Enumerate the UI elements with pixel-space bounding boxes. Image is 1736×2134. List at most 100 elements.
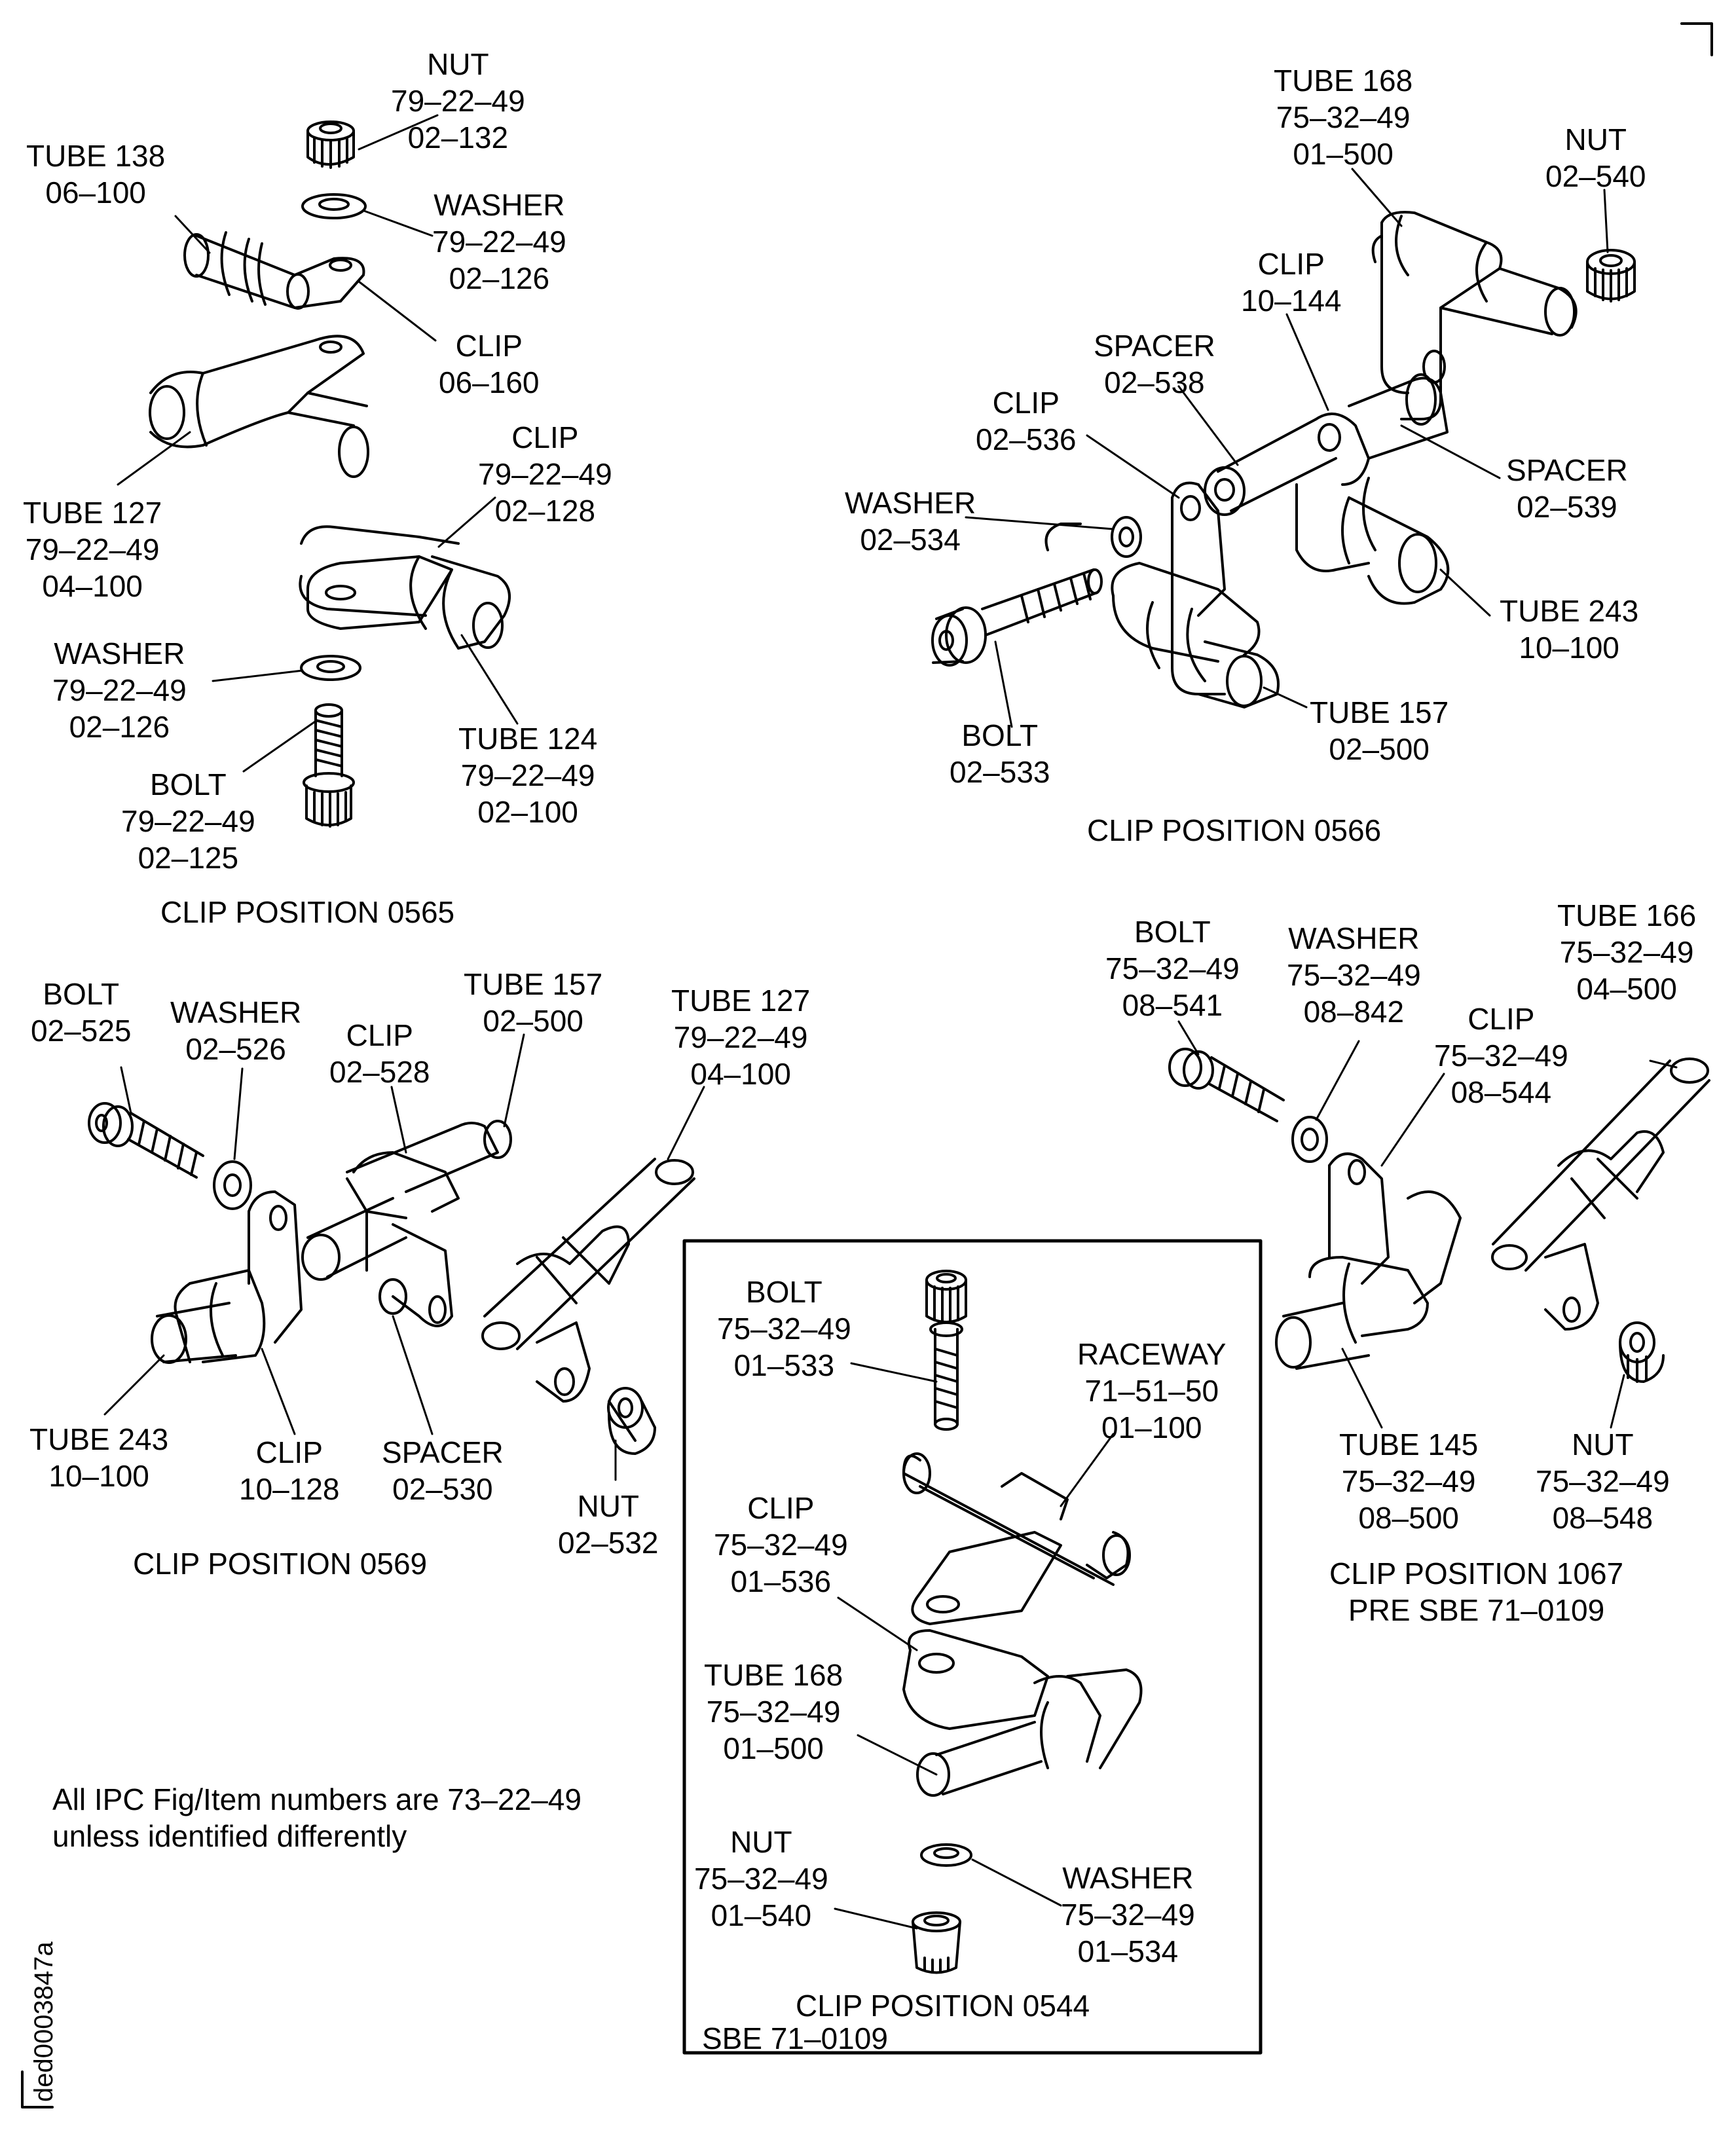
label-line: 79–22–49 — [673, 1020, 808, 1054]
label-line: 75–32–49 — [1105, 951, 1240, 985]
label-line: 01–536 — [730, 1564, 832, 1598]
label-line: WASHER — [54, 636, 185, 671]
label-line: 06–100 — [45, 175, 146, 210]
sbe-note: SBE 71–0109 — [702, 2021, 888, 2055]
washer-0566 — [1111, 516, 1142, 558]
label-line: BOLT — [745, 1275, 822, 1309]
label-line: 01–500 — [1293, 137, 1394, 171]
label-line: TUBE 138 — [26, 139, 166, 173]
label-line: 02–100 — [477, 795, 578, 829]
label-line: NUT — [1564, 122, 1627, 156]
label-line: 79–22–49 — [432, 225, 566, 259]
label-line: CLIP — [346, 1018, 413, 1052]
label-line: CLIP — [511, 420, 579, 454]
label-line: 10–100 — [1519, 631, 1619, 665]
nut-0566 — [1586, 249, 1636, 303]
tube-157-0566 — [1044, 481, 1280, 708]
label-line: 10–128 — [239, 1472, 340, 1506]
label-line: 75–32–49 — [1287, 958, 1421, 992]
label-line: TUBE 168 — [704, 1658, 843, 1692]
label-line: 06–160 — [439, 365, 540, 399]
label-line: BOLT — [961, 718, 1039, 752]
caption-0544: CLIP POSITION 0544 — [796, 1989, 1090, 2023]
group-1067-artwork — [1168, 1020, 1710, 1429]
label-line: 75–32–49 — [1434, 1039, 1568, 1073]
label-line: 02–538 — [1104, 365, 1205, 399]
nut-1067 — [1619, 1321, 1665, 1383]
label-line: 75–32–49 — [706, 1695, 841, 1729]
group-0544-artwork — [682, 1239, 1263, 2055]
washer-0565-top — [301, 193, 367, 219]
corner-mark-bottom — [21, 2070, 54, 2108]
label-line: 02–536 — [976, 422, 1077, 456]
label-line: WASHER — [1288, 921, 1420, 955]
label-line: 01–540 — [711, 1898, 812, 1932]
label-line: 79–22–49 — [460, 758, 595, 792]
label-line: 02–128 — [494, 494, 596, 528]
caption-0569: CLIP POSITION 0569 — [133, 1547, 428, 1581]
label-line: NUT — [730, 1825, 792, 1859]
nut-0565 — [306, 120, 355, 169]
nut-0569 — [607, 1387, 656, 1455]
label-line: 08–548 — [1552, 1501, 1653, 1535]
bolt-0566 — [931, 568, 1103, 667]
label-line: 75–32–49 — [1536, 1464, 1670, 1498]
washer-0569 — [213, 1160, 252, 1210]
label-line: 79–22–49 — [52, 673, 187, 707]
label-line: 75–32–49 — [694, 1862, 828, 1896]
caption-0566: CLIP POSITION 0566 — [1087, 813, 1382, 847]
label-line: 79–22–49 — [391, 84, 525, 118]
label-line: 02–533 — [950, 755, 1050, 789]
label-line: 79–22–49 — [121, 804, 255, 838]
label-line: TUBE 127 — [671, 984, 811, 1018]
leaders-0544 — [834, 1362, 1115, 1930]
ipc-note: All IPC Fig/Item numbers are 73–22–49 un… — [52, 1782, 582, 1853]
label-line: CLIP — [747, 1491, 815, 1525]
figure-reference: ded0003847a — [29, 1941, 58, 2102]
label-line: 02–526 — [185, 1032, 286, 1066]
label-line: TUBE 157 — [1310, 695, 1449, 729]
label-line: 08–500 — [1358, 1501, 1459, 1535]
bolt-1067 — [1168, 1048, 1285, 1122]
label-line: CLIP — [1257, 247, 1325, 281]
tube-243-0569 — [151, 1190, 303, 1364]
label-line: 04–100 — [690, 1057, 791, 1091]
washer-0565-bottom — [300, 655, 361, 681]
caption-0565: CLIP POSITION 0565 — [160, 895, 455, 929]
group-0565-artwork — [117, 114, 519, 828]
label-line: BOLT — [1134, 915, 1211, 949]
label-line: CLIP — [255, 1435, 323, 1469]
washer-1067 — [1291, 1116, 1328, 1163]
leaders-0566 — [965, 168, 1609, 728]
label-line: BOLT — [43, 977, 120, 1011]
label-line: 02–132 — [407, 120, 509, 155]
label-line: 02–500 — [483, 1004, 583, 1038]
label-line: SPACER — [1506, 453, 1628, 487]
label-line: WASHER — [170, 995, 302, 1029]
corner-mark — [1680, 22, 1713, 56]
label-line: SPACER — [382, 1435, 504, 1469]
label-line: 08–842 — [1303, 995, 1405, 1029]
